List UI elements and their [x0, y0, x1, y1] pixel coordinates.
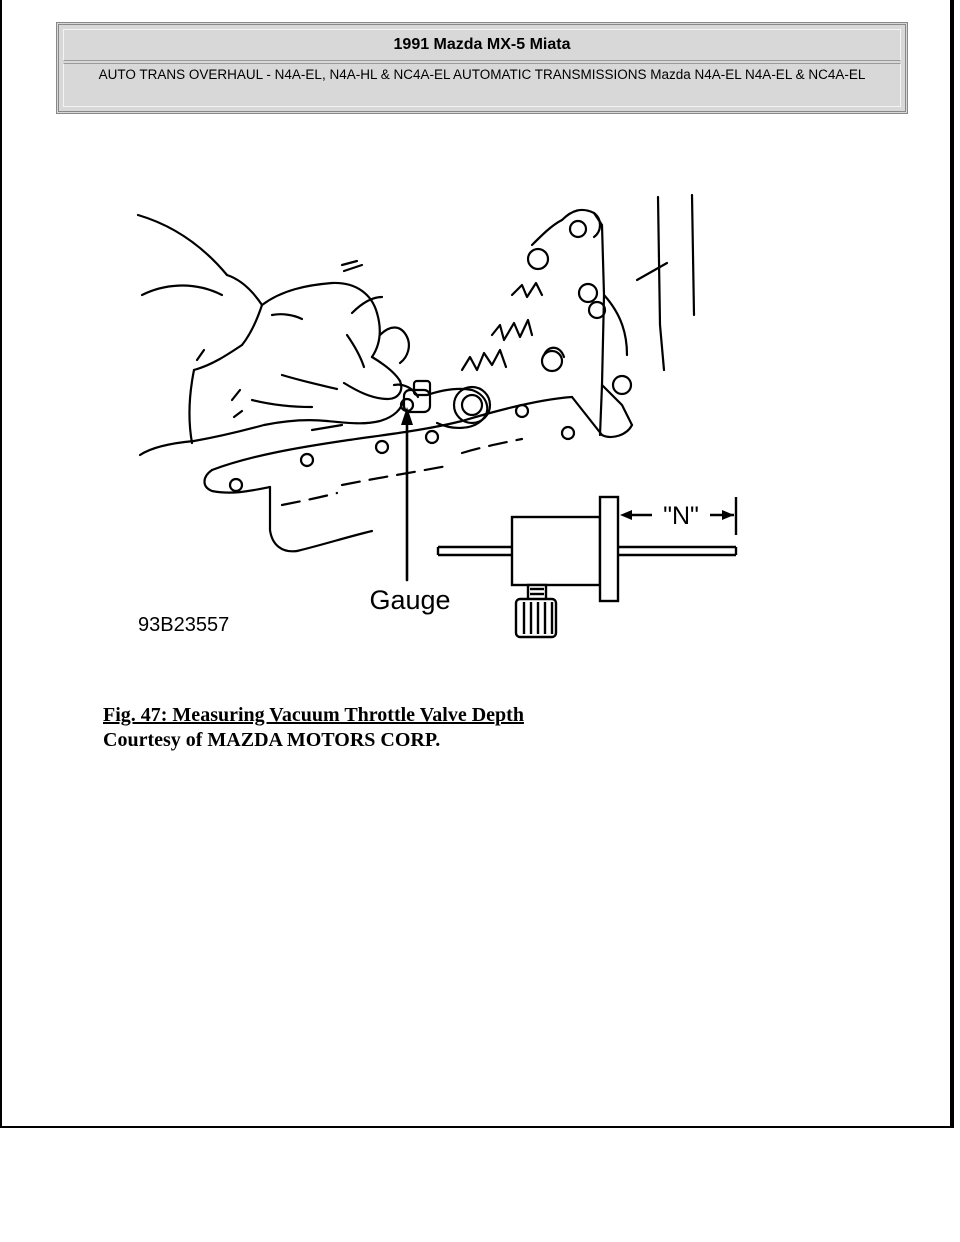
- depth-gauge-detail: [436, 495, 738, 639]
- figure-code: 93B23557: [138, 614, 229, 636]
- caption-title: Fig. 47: Measuring Vacuum Throttle Valve…: [103, 704, 524, 726]
- case-edge: [592, 211, 606, 437]
- gauge-label: Gauge: [369, 585, 450, 615]
- n-arrow-right: [722, 510, 734, 520]
- n-dimension-label: "N": [663, 502, 699, 530]
- page-border: [0, 0, 954, 1128]
- figure-illustration: "N" Gauge 93B23557: [132, 185, 752, 645]
- leader-arrowhead: [401, 407, 413, 425]
- valve-body: [425, 387, 489, 429]
- caption-credit: Courtesy of MAZDA MOTORS CORP.: [103, 729, 441, 751]
- sleeve-line: [136, 213, 229, 277]
- figure-caption: Fig. 47: Measuring Vacuum Throttle Valve…: [103, 703, 524, 753]
- hand-outline: [260, 281, 379, 315]
- vehicle-title: 1991 Mazda MX-5 Miata: [63, 29, 901, 61]
- n-arrow-left: [620, 510, 632, 520]
- throttle-valve-diagram: "N" Gauge 93B23557: [136, 193, 738, 639]
- document-header: 1991 Mazda MX-5 Miata AUTO TRANS OVERHAU…: [56, 22, 908, 114]
- section-title: AUTO TRANS OVERHAUL - N4A-EL, N4A-HL & N…: [63, 63, 901, 107]
